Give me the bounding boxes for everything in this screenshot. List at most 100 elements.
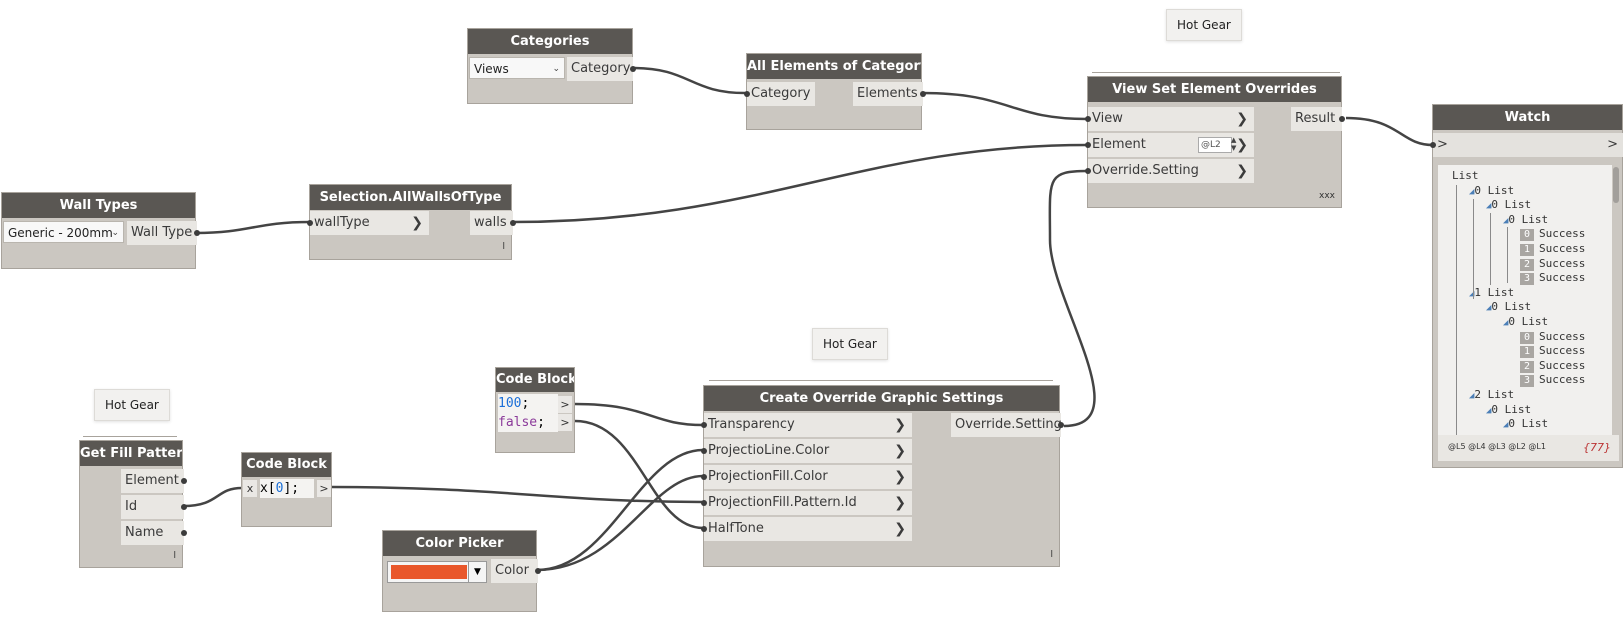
output-port-result[interactable]: Result [1291, 107, 1345, 131]
create-override-node[interactable]: Create Override Graphic Settings Transpa… [701, 385, 1064, 567]
tree-list-item[interactable]: ◢0 List [1503, 213, 1548, 226]
selection-node[interactable]: Selection.AllWallsOfType wallType ❯ wall… [307, 184, 516, 260]
output-port-elements[interactable]: Elements [853, 82, 926, 106]
node-footer-mark: l [173, 551, 176, 561]
chevron-right-icon: ❯ [1236, 137, 1248, 153]
tree-list-item[interactable]: ◢0 List [1486, 198, 1531, 211]
tree-label: 0 List [1491, 198, 1532, 212]
tree-list-item[interactable]: ◢1 List [1469, 286, 1514, 299]
input-port-halftone[interactable]: HalfTone ❯ [701, 517, 912, 541]
code-block-2[interactable]: Code Block x x[0]; > [241, 452, 332, 527]
output-port-id[interactable]: Id [121, 495, 187, 519]
node-footer-mark: xxx [1319, 191, 1335, 201]
input-port-transparency[interactable]: Transparency ❯ [701, 413, 912, 437]
color-swatch[interactable] [391, 565, 467, 579]
chevron-right-icon: ❯ [894, 417, 906, 433]
tree-guide-line [1473, 199, 1474, 299]
code-editor[interactable]: x[0]; [260, 479, 314, 498]
input-port-x[interactable]: x [243, 480, 257, 497]
input-port-projection-fill-color[interactable]: ProjectionFill.Color ❯ [701, 465, 912, 489]
index-badge: 0 [1520, 331, 1535, 344]
wire-override-setting [1048, 169, 1096, 428]
watch-scrollbar[interactable] [1613, 167, 1619, 203]
stepper-icon[interactable]: ▲▼ [1231, 136, 1237, 152]
node-title: Color Picker [383, 531, 536, 556]
input-port-view[interactable]: View ❯ [1085, 107, 1254, 131]
list-levels[interactable]: @L5 @L4 @L3 @L2 @L1 [1448, 442, 1546, 451]
get-fill-pattern-node[interactable]: Get Fill Pattern Element Id Name l [79, 440, 187, 568]
expand-triangle-icon[interactable]: ◢ [1503, 420, 1509, 431]
dropdown-value: Generic - 200mm [8, 226, 113, 240]
wire-category [632, 66, 746, 95]
output-port-category[interactable]: Category [567, 57, 636, 81]
input-port-walltype[interactable]: wallType ❯ [307, 211, 429, 235]
output-port-label: > [1607, 137, 1618, 152]
input-port-projection-line-color[interactable]: ProjectioLine.Color ❯ [701, 439, 912, 463]
view-set-overrides-node[interactable]: View Set Element Overrides View ❯ Elemen… [1085, 76, 1345, 208]
output-port-code2[interactable]: > [317, 480, 331, 497]
expand-triangle-icon[interactable]: ◢ [1486, 303, 1492, 314]
expand-triangle-icon[interactable]: ◢ [1503, 215, 1509, 226]
tree-list-item: List [1452, 169, 1479, 182]
expand-triangle-icon[interactable]: ◢ [1469, 391, 1475, 401]
input-port-category[interactable]: Category [744, 82, 815, 106]
tree-list-item[interactable]: ◢0 List [1503, 315, 1548, 328]
expand-triangle-icon[interactable]: ◢ [1469, 288, 1475, 299]
input-port-override-setting[interactable]: Override.Setting ❯ [1085, 159, 1254, 183]
lacing-field[interactable]: @L2 [1198, 137, 1232, 153]
index-badge: 1 [1520, 346, 1535, 359]
output-port-name[interactable]: Name [121, 521, 187, 545]
port-label: Override.Setting [1092, 163, 1199, 178]
tree-guide-line [1456, 185, 1457, 435]
color-picker-node[interactable]: Color Picker ▼ Color [382, 530, 541, 612]
input-port-label: > [1437, 137, 1448, 152]
expand-triangle-icon[interactable]: ◢ [1486, 201, 1492, 212]
output-port-color[interactable]: Color [491, 559, 541, 583]
expand-triangle-icon[interactable]: ◢ [1469, 186, 1475, 197]
output-port-line2[interactable]: > [558, 414, 572, 431]
chevron-down-icon[interactable]: ▼ [468, 562, 486, 582]
wire-elements [921, 91, 1088, 121]
tree-label: Success [1539, 373, 1586, 387]
tree-label: 0 List [1491, 300, 1532, 314]
input-port-element[interactable]: Element @L2 ▲▼ ❯ [1085, 133, 1254, 157]
all-elements-node[interactable]: All Elements of Category Category Elemen… [744, 53, 926, 130]
expand-triangle-icon[interactable]: ◢ [1486, 405, 1492, 416]
tree-list-item[interactable]: ◢0 List [1486, 300, 1531, 313]
code-editor[interactable]: 100; false; [498, 394, 558, 432]
watch-io-row[interactable]: > > [1430, 133, 1623, 157]
input-port-projection-fill-pattern[interactable]: ProjectionFill.Pattern.Id ❯ [701, 491, 912, 515]
category-dropdown[interactable]: Views ⌄ [469, 57, 565, 79]
tree-list-item[interactable]: ◢0 List [1503, 417, 1548, 430]
output-port-element[interactable]: Element [121, 469, 187, 493]
watch-footer: @L5 @L4 @L3 @L2 @L1 {77} [1438, 435, 1619, 461]
node-title: All Elements of Category [747, 54, 921, 79]
code-line-2: false; [498, 415, 545, 430]
tree-list-item[interactable]: ◢0 List [1469, 184, 1514, 197]
info-bubble-left: Hot Gear [94, 389, 170, 421]
expand-triangle-icon[interactable]: ◢ [1503, 318, 1509, 328]
code-block-1[interactable]: Code Block 100; false; > > [495, 367, 575, 453]
port-label: Element [1092, 137, 1146, 152]
tree-list-item[interactable]: ◢2 List [1469, 388, 1514, 401]
color-picker-control[interactable]: ▼ [387, 561, 487, 583]
output-port-override-setting[interactable]: Override.Setting [951, 413, 1064, 437]
output-port-line1[interactable]: > [558, 396, 572, 413]
dropdown-value: Views [474, 62, 509, 76]
wall-types-node[interactable]: Wall Types Generic - 200mm ⌄ Wall Type [1, 192, 200, 269]
output-port-wall-type[interactable]: Wall Type [127, 221, 200, 245]
port-label: ProjectioLine.Color [708, 443, 830, 458]
port-label: Transparency [708, 417, 795, 432]
tree-label: 0 List [1508, 417, 1549, 431]
output-port-walls[interactable]: walls [470, 211, 516, 235]
tree-list-item[interactable]: ◢0 List [1486, 403, 1531, 416]
categories-node[interactable]: Categories Views ⌄ Category [467, 28, 636, 104]
node-title: Code Block [242, 453, 331, 477]
tree-label: 0 List [1491, 402, 1532, 416]
wall-type-dropdown[interactable]: Generic - 200mm ⌄ [3, 221, 124, 243]
